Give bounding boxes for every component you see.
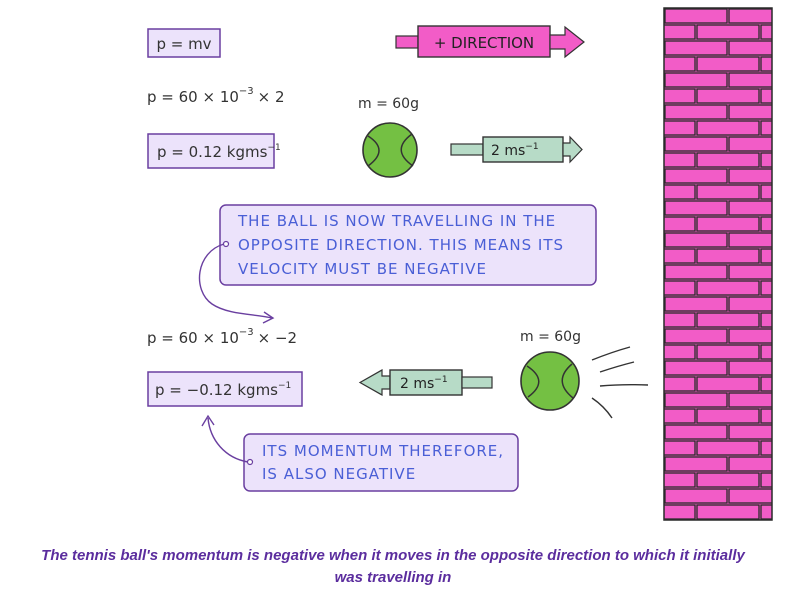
note-1-line-3: VELOCITY MUST BE NEGATIVE (238, 260, 487, 278)
direction-arrow: + DIRECTION (395, 25, 585, 59)
result-2-box: p = −0.12 kgms−1 (147, 371, 303, 407)
equation-1-exponent: −3 (239, 86, 254, 97)
equation-2-text: p = 60 × 10 (147, 329, 239, 347)
velocity-arrow-right: 2 ms−1 (450, 135, 583, 164)
mass-label-1: m = 60g (358, 96, 419, 112)
velocity-1-exponent: −1 (525, 142, 538, 152)
svg-text:p = 0.12 kgms−1: p = 0.12 kgms−1 (157, 143, 281, 161)
motion-lines (591, 346, 649, 419)
velocity-1-text: 2 ms (491, 143, 525, 159)
equation-1: p = 60 × 10−3 × 2 (147, 86, 285, 106)
caption-line-2: was travelling in (334, 569, 452, 586)
svg-text:2 ms−1: 2 ms−1 (400, 375, 448, 392)
svg-text:p = 60 × 10−3× 2: p = 60 × 10−3 × 2 (147, 86, 285, 106)
svg-text:p = −0.12 kgms−1: p = −0.12 kgms−1 (155, 381, 291, 399)
velocity-2-text: 2 ms (400, 376, 434, 392)
tennis-ball-2 (520, 351, 580, 411)
note-1-line-1: THE BALL IS NOW TRAVELLING IN THE (237, 212, 556, 230)
result-1-exponent: −1 (267, 143, 280, 153)
brick-wall (663, 7, 773, 521)
result-2-exponent: −1 (278, 381, 291, 391)
connector-arrow-1 (198, 243, 275, 324)
note-2-line-2: IS ALSO NEGATIVE (262, 465, 416, 483)
equation-1-tail: × 2 (258, 88, 285, 106)
equation-2-tail: × −2 (258, 329, 297, 347)
equation-1-text: p = 60 × 10 (147, 88, 239, 106)
formula-box: p = mv (147, 28, 221, 58)
figure-caption: The tennis ball's momentum is negative w… (0, 545, 786, 589)
caption-line-1: The tennis ball's momentum is negative w… (41, 547, 745, 564)
note-1: THE BALL IS NOW TRAVELLING IN THE OPPOSI… (219, 204, 597, 286)
note-2: ITS MOMENTUM THEREFORE, IS ALSO NEGATIVE (243, 433, 519, 492)
result-1-box: p = 0.12 kgms−1 (147, 133, 281, 169)
result-1-text: p = 0.12 kgms (157, 143, 268, 161)
note-1-line-2: OPPOSITE DIRECTION. THIS MEANS ITS (238, 236, 564, 254)
tennis-ball-1 (362, 122, 418, 178)
velocity-arrow-left: 2 ms−1 (358, 368, 493, 397)
mass-label-2: m = 60g (520, 329, 581, 345)
result-2-text: p = −0.12 kgms (155, 381, 278, 399)
svg-text:p = 60 × 10−3× −2: p = 60 × 10−3 × −2 (147, 327, 297, 347)
note-2-line-1: ITS MOMENTUM THEREFORE, (262, 442, 504, 460)
connector-arrow-2 (201, 414, 249, 463)
equation-2-exponent: −3 (239, 327, 254, 338)
svg-text:2 ms−1: 2 ms−1 (491, 142, 539, 159)
direction-label: + DIRECTION (434, 34, 534, 52)
equation-2: p = 60 × 10−3 × −2 (147, 327, 297, 347)
velocity-2-exponent: −1 (434, 375, 447, 385)
formula-text: p = mv (156, 35, 211, 53)
